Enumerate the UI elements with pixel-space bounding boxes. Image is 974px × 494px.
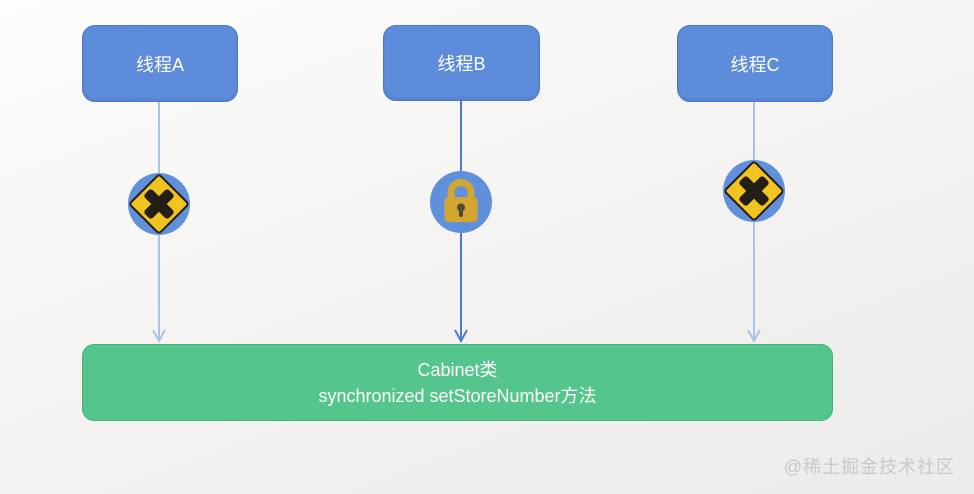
thread-b-label: 线程B	[437, 54, 486, 74]
hazard-cross-icon	[723, 160, 785, 222]
thread-a-box: 线程A	[82, 25, 238, 102]
thread-a-label: 线程A	[135, 54, 184, 75]
cabinet-class-box: Cabinet类 synchronized setStoreNumber方法	[82, 344, 833, 421]
hazard-cross-icon	[128, 173, 190, 235]
connector-thread-c	[747, 102, 761, 344]
cabinet-method-name: synchronized setStoreNumber方法	[318, 385, 597, 406]
watermark-text: @稀土掘金技术社区	[783, 457, 955, 477]
thread-b-box: 线程B	[383, 25, 540, 101]
thread-c-label: 线程C	[730, 54, 780, 75]
thread-c-box: 线程C	[677, 25, 833, 102]
cabinet-class-name: Cabinet类	[417, 359, 498, 380]
lock-icon	[430, 171, 492, 233]
